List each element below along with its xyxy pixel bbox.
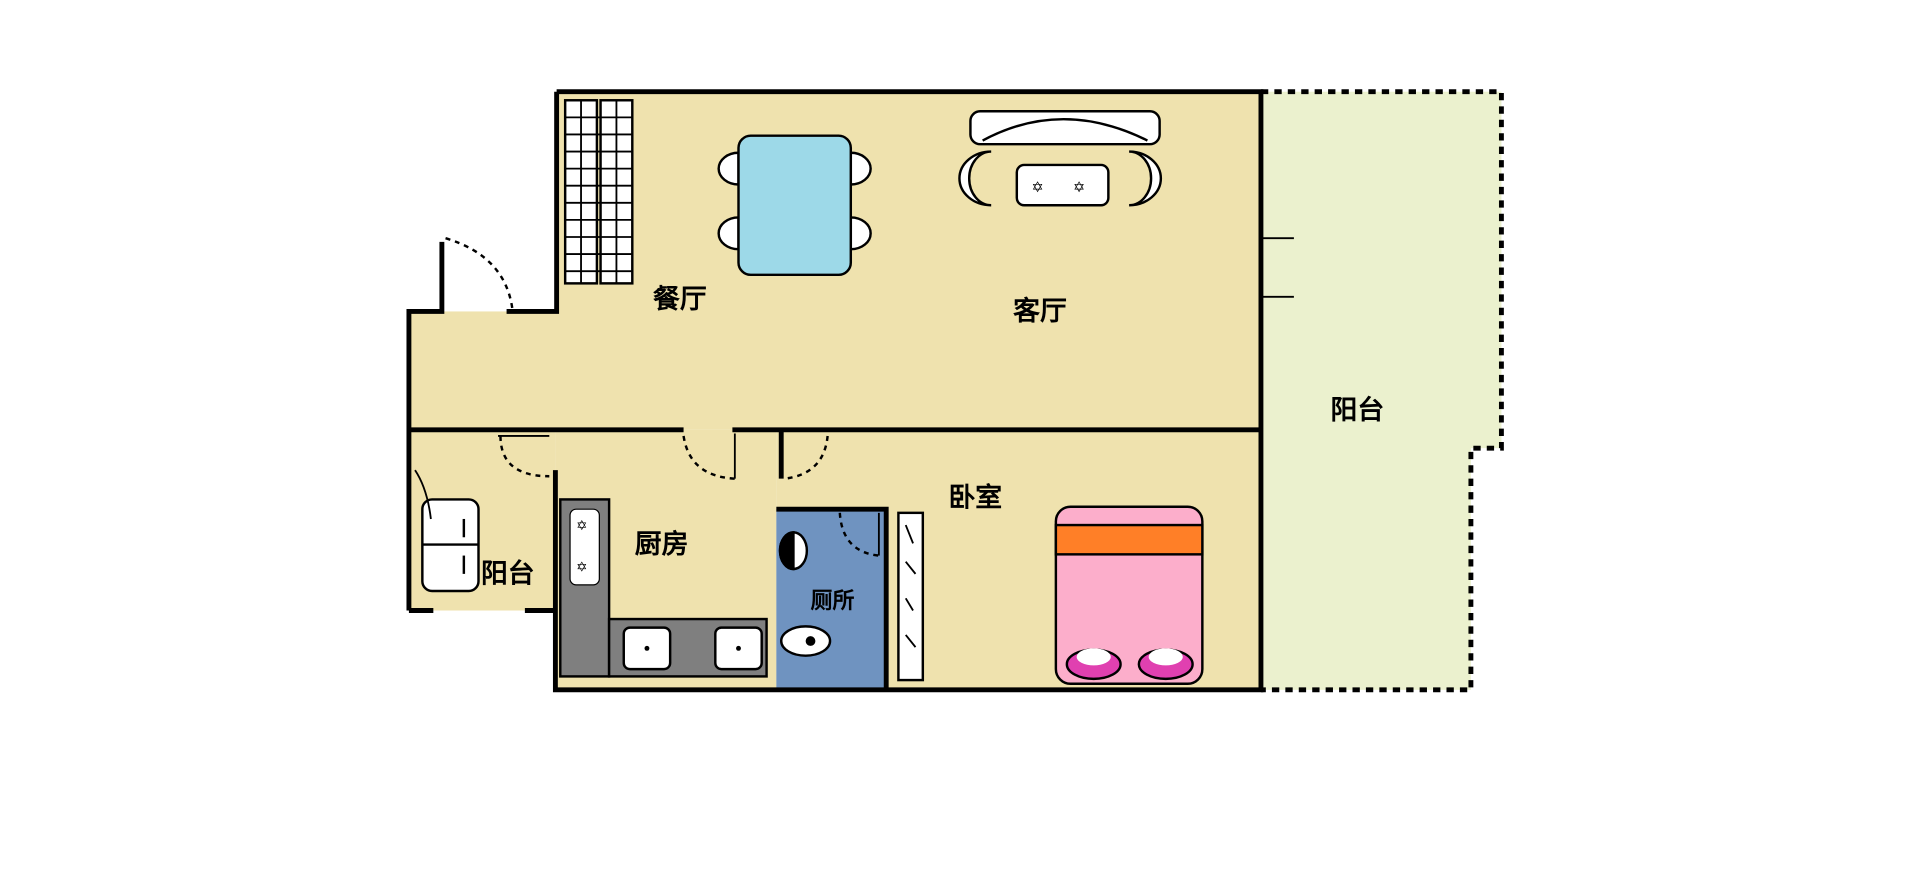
svg-text:✡: ✡ (576, 559, 587, 574)
label-toilet: 厕所 (811, 589, 855, 614)
sofa-set: ✡ ✡ (958, 110, 1163, 207)
label-living: 客厅 (1013, 295, 1067, 327)
balcony-rail (1260, 89, 1504, 693)
svg-text:✡: ✡ (576, 518, 587, 533)
dining-set (717, 134, 872, 277)
kitchen-counter: ✡✡ (559, 498, 768, 678)
entry-floor (408, 311, 558, 430)
svg-text:✡: ✡ (1031, 180, 1043, 196)
balcony-notch (1470, 448, 1508, 693)
label-dining: 餐厅 (653, 284, 707, 315)
toilet-door-arc (838, 512, 880, 557)
living-floor (556, 91, 1261, 430)
balcony-door-arc (499, 435, 550, 478)
balcony-large-floor (1260, 91, 1502, 690)
entry-door-arc (445, 237, 514, 312)
label-kitchen: 厨房 (635, 529, 689, 560)
svg-text:✡: ✡ (1073, 180, 1085, 196)
label-balcony-small: 阳台 (481, 557, 535, 589)
bedroom-door-arc (784, 435, 829, 480)
bed (1054, 505, 1204, 685)
staircase (563, 99, 634, 285)
label-bedroom: 卧室 (948, 482, 1002, 514)
washing-machine (414, 469, 480, 593)
label-balcony-large: 阳台 (1331, 394, 1385, 426)
wardrobe (897, 511, 925, 682)
toilet-fixtures (778, 531, 832, 657)
